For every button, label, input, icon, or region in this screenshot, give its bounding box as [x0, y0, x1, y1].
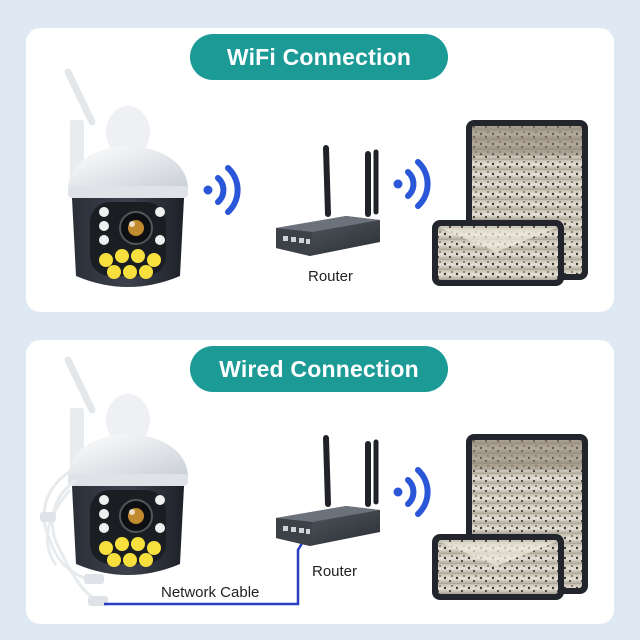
wifi-connection-title: WiFi Connection [190, 34, 448, 80]
network-cable-label: Network Cable [161, 584, 260, 601]
wired-router-label: Router [312, 563, 358, 580]
wifi-signal-icon [204, 168, 238, 212]
wifi-camera-icon [68, 72, 188, 287]
wired-signal-icon [394, 470, 428, 514]
network-cable-line [104, 539, 306, 606]
wifi-router-label: Router [308, 268, 354, 285]
camera-cables [42, 468, 97, 602]
wired-devices-icon [432, 434, 588, 600]
wired-camera-icon [68, 360, 188, 575]
wifi-signal-icon-2 [394, 162, 428, 206]
wifi-devices-icon [432, 120, 588, 286]
wifi-router-icon [276, 148, 380, 256]
cable-connectors [40, 512, 108, 606]
wired-connection-title: Wired Connection [190, 346, 448, 392]
wired-router-icon [276, 438, 380, 546]
